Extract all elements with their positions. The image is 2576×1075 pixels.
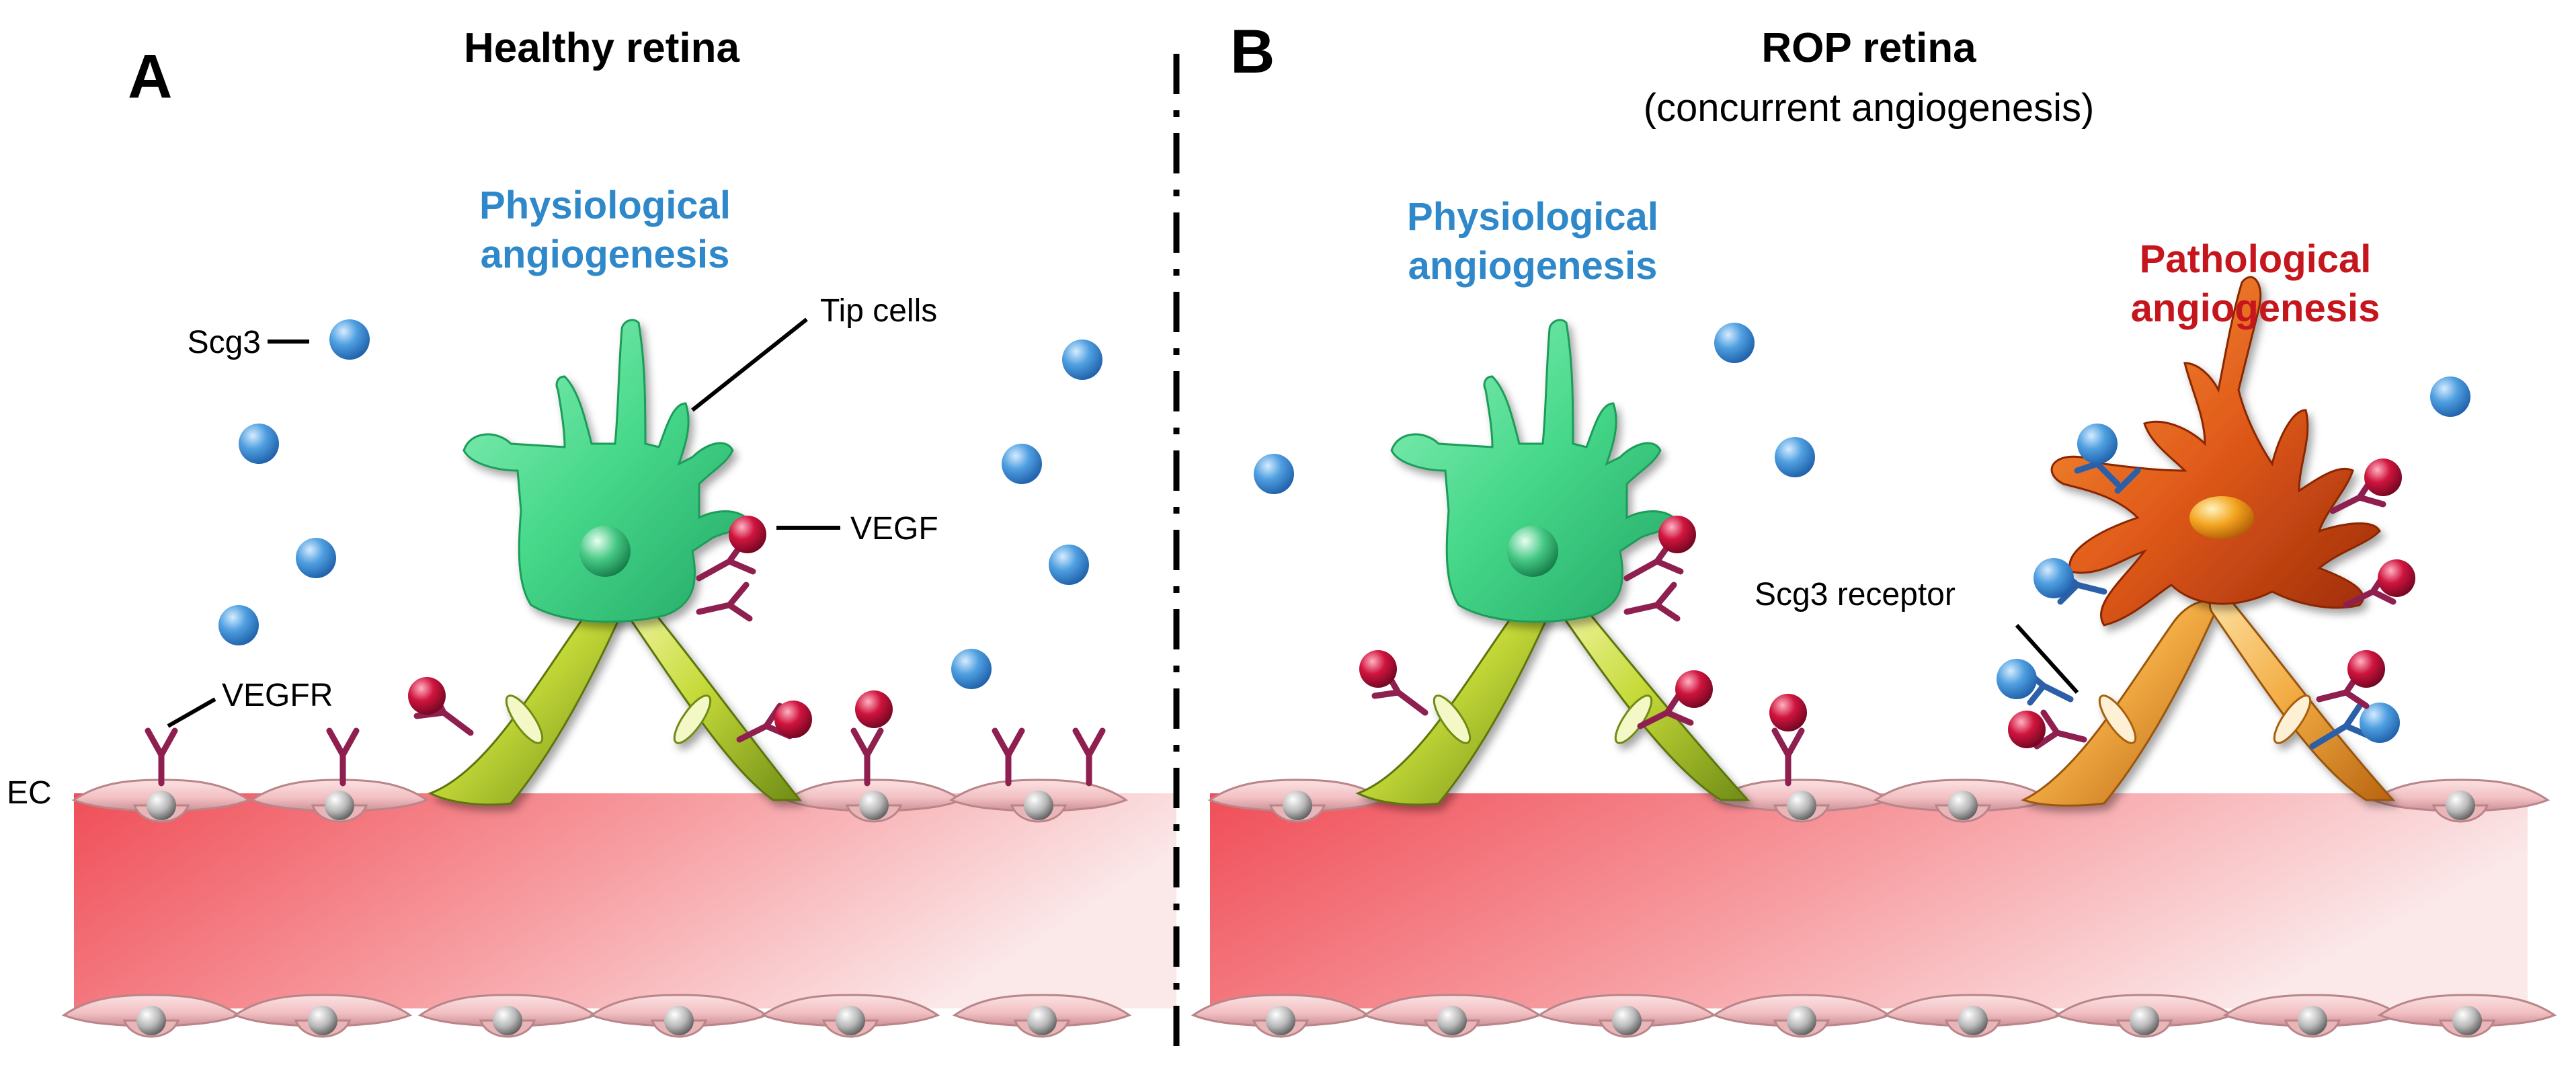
vegf-bound-b-physiological [1359,516,1807,731]
stalk-cells-b-pathological [2021,596,2396,807]
panel-a-letter: A [128,42,172,111]
scg3-receptors-bound [1997,424,2400,750]
scg3-molecules-a [218,319,1102,689]
pathological-label-line2: angiogenesis [2131,286,2380,330]
stalk-cells-b-physiological [1355,596,1750,806]
tip-cell-b [1390,319,1675,623]
pathological-tip-cell [2050,276,2381,627]
vegf-bound-a [408,516,893,743]
vessel-lumen-a [74,793,1176,1008]
vegfr-receptors-b [1775,731,1802,783]
physiological-label-line2-b: angiogenesis [1408,244,1658,288]
leader-lines-a [167,317,840,728]
panel-b-letter: B [1230,17,1275,86]
physiological-label-line1-a: Physiological [479,184,731,227]
physiological-label-line2-a: angiogenesis [481,233,730,276]
scg3-receptor-leader [2015,623,2079,694]
physiological-label-line1-b: Physiological [1407,195,1658,239]
vegf-bound-b-pathological [2008,459,2415,750]
panel-a-title: Healthy retina [464,25,740,71]
vegfr-label: VEGFR [222,678,333,713]
panel-b: B ROP retina (concurrent angiogenesis) P… [1192,17,2556,1038]
panel-b-title: ROP retina [1761,25,1976,71]
stalk-cells-a [428,596,803,806]
tip-cell-a [462,319,748,623]
scg3-receptor-label: Scg3 receptor [1755,577,1956,612]
scg3-label: Scg3 [188,325,261,360]
scg3-molecules-b [1254,323,2470,494]
vegf-label: VEGF [850,511,938,547]
panel-b-subtitle: (concurrent angiogenesis) [1644,86,2095,130]
vegfr-receptors-a [148,731,1102,783]
vessel-lumen-b [1210,793,2528,1008]
ec-label: EC [7,775,52,811]
tip-cells-label: Tip cells [820,293,937,329]
panel-a: A Healthy retina Physiological angiogene… [7,25,1176,1038]
pathological-label-line1: Pathological [2140,237,2372,281]
